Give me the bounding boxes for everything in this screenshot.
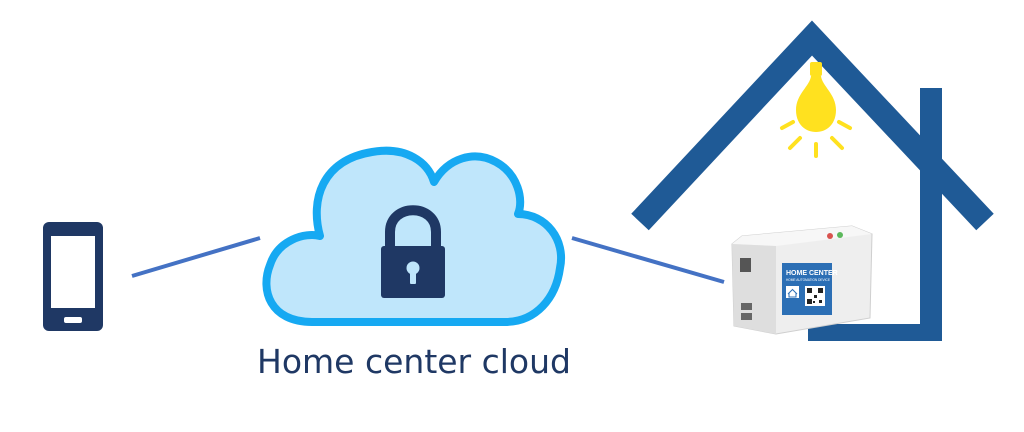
cloud-label: Home center cloud <box>257 342 571 381</box>
device-label-title: HOME CENTER <box>786 270 838 277</box>
padlock-icon <box>381 205 445 298</box>
light-bulb-icon <box>780 62 852 158</box>
phone-cloud-link <box>131 236 261 278</box>
cloud-device-link <box>571 236 725 284</box>
cloud-icon <box>262 146 566 326</box>
home-center-device: HOME CENTER HOME AUTOMATION DEVICE <box>731 225 873 335</box>
house-outline-icon <box>631 20 994 341</box>
device-label-subtitle: HOME AUTOMATION DEVICE <box>786 278 830 282</box>
smartphone-icon <box>43 222 103 331</box>
